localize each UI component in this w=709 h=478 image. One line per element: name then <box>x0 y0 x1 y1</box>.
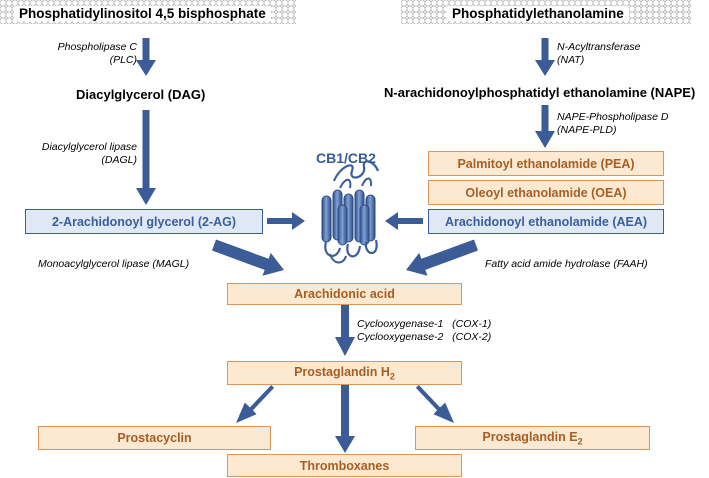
arrow-magl <box>212 239 284 276</box>
pe-label: Phosphatidylethanolamine <box>447 6 629 21</box>
two-ag-text: 2-Arachidonoyl glycerol (2-AG) <box>51 214 237 229</box>
prostacyclin-box: Prostacyclin <box>38 426 271 450</box>
nat-label-line2: (NAT) <box>557 54 585 66</box>
cox1-label: Cyclooxygenase-1 (COX-1) <box>357 318 492 330</box>
arrow-to-prostacyclin <box>236 385 275 423</box>
cb1-cb2-receptor <box>321 160 380 264</box>
pge2-text: Prostaglandin E2 <box>482 430 582 447</box>
oea-box: Oleoyl ethanolamide (OEA) <box>428 180 664 205</box>
nat-label-line1: N-Acyltransferase <box>557 41 641 53</box>
nat-label: N-Acyltransferase (NAT) <box>557 41 640 67</box>
dag-label: Diacylglycerol (DAG) <box>76 87 206 102</box>
pgh2-text: Prostaglandin H2 <box>294 365 395 382</box>
two-ag-box: 2-Arachidonoyl glycerol (2-AG) <box>25 209 263 234</box>
thromboxanes-text: Thromboxanes <box>299 458 390 473</box>
pge2-box: Prostaglandin E2 <box>415 426 650 450</box>
pgh2-main: Prostaglandin H <box>294 364 390 379</box>
pge2-subscript: 2 <box>577 436 583 447</box>
napepld-label-line2: (NAPE-PLD) <box>557 124 617 136</box>
faah-label: Fatty acid amide hydrolase (FAAH) <box>485 258 648 270</box>
membrane-left: Phosphatidylinositol 4,5 bisphosphate <box>0 0 296 24</box>
napepld-label-line1: NAPE-Phospholipase D <box>557 111 669 123</box>
arrow-dagl <box>136 110 156 205</box>
arrow-aea-to-receptor <box>385 212 423 230</box>
cox-label: Cyclooxygenase-1 (COX-1) Cyclooxygenase-… <box>357 318 491 344</box>
arrow-to-pge2 <box>415 385 454 423</box>
aea-box: Arachidonoyl ethanolamide (AEA) <box>428 209 664 234</box>
arachidonic-acid-text: Arachidonic acid <box>294 287 395 301</box>
dagl-label-line1: Diacylglycerol lipase <box>41 141 137 153</box>
cox2-label: Cyclooxygenase-2 (COX-2) <box>357 331 492 343</box>
pge2-main: Prostaglandin E <box>482 429 578 444</box>
pgh2-subscript: 2 <box>389 371 395 382</box>
membrane-right: Phosphatidylethanolamine <box>401 0 691 24</box>
receptor-label: CB1/CB2 <box>316 150 376 166</box>
magl-label: Monoacylglycerol lipase (MAGL) <box>38 258 190 270</box>
pgh2-box: Prostaglandin H2 <box>227 361 462 385</box>
arrow-2ag-to-receptor <box>267 212 305 230</box>
thromboxanes-box: Thromboxanes <box>227 454 462 477</box>
prostacyclin-text: Prostacyclin <box>117 431 192 445</box>
aea-text: Arachidonoyl ethanolamide (AEA) <box>444 214 648 229</box>
arachidonic-acid-box: Arachidonic acid <box>227 283 462 305</box>
dagl-label-line2: (DAGL) <box>101 154 137 166</box>
nape-label: N-arachidonoylphosphatidyl ethanolamine … <box>384 85 696 100</box>
pea-box: Palmitoyl ethanolamide (PEA) <box>428 151 664 176</box>
pip2-label: Phosphatidylinositol 4,5 bisphosphate <box>14 6 271 21</box>
dagl-label: Diacylglycerol lipase (DAGL) <box>10 141 137 167</box>
pea-text: Palmitoyl ethanolamide (PEA) <box>457 156 635 171</box>
plc-label-line2: (PLC) <box>109 54 137 66</box>
plc-label-line1: Phospholipase C <box>57 41 137 53</box>
arrow-plc <box>136 38 156 76</box>
oea-text: Oleoyl ethanolamide (OEA) <box>465 185 627 200</box>
plc-label: Phospholipase C (PLC) <box>20 41 137 67</box>
arrow-faah <box>406 239 478 276</box>
arrow-napepld <box>535 105 555 148</box>
napepld-label: NAPE-Phospholipase D (NAPE-PLD) <box>557 111 668 137</box>
arrow-nat <box>535 38 555 76</box>
arrow-cox <box>335 305 355 356</box>
arrow-to-thromboxanes <box>335 385 355 453</box>
